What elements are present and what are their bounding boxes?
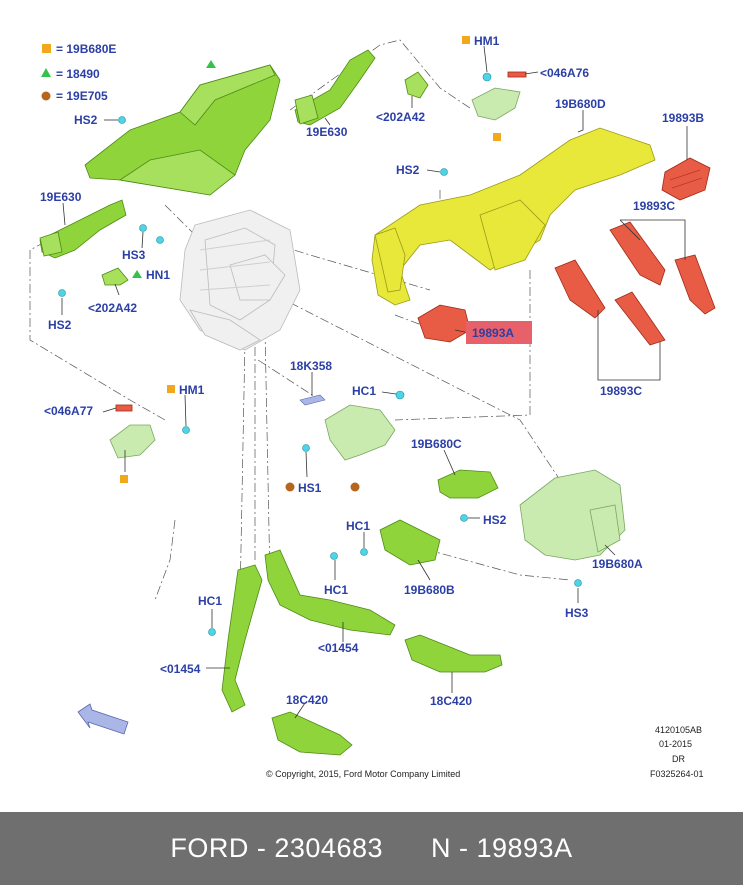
label-19893c-top: 19893C	[633, 199, 675, 213]
duct-19b680b	[379, 519, 441, 566]
legend-circle-icon	[41, 91, 51, 101]
legend-label-1: = 19B680E	[56, 42, 116, 56]
label-19e630-top: 19E630	[306, 125, 348, 139]
footer-part-text: FORD - 2304683 N - 19893A	[170, 833, 573, 863]
label-19893b: 19893B	[662, 111, 704, 125]
bracket-046a76	[471, 71, 527, 141]
duct-01454-mid	[264, 549, 396, 636]
label-19b680b: 19B680B	[404, 583, 455, 597]
diagram-canvas: = 19B680E = 18490 = 19E705	[29, 34, 716, 779]
front-direction-arrow-icon	[77, 703, 129, 735]
label-hs2-right: HS2	[483, 513, 507, 527]
part-labels: HM1 <046A76 <202A42 HS2 19E630 19B680D 1…	[40, 34, 704, 708]
vent-202a42-top	[404, 71, 429, 99]
label-19893c-bottom: 19893C	[600, 384, 642, 398]
label-hs1: HS1	[298, 481, 322, 495]
duct-01454-left	[221, 564, 263, 713]
label-hc1-low: HC1	[324, 583, 348, 597]
copyright-text: © Copyright, 2015, Ford Motor Company Li…	[266, 769, 460, 779]
meta-line-1: 4120105AB	[655, 725, 702, 735]
label-hm1-left: HM1	[179, 383, 205, 397]
duct-18c420-left	[271, 711, 353, 756]
legend-triangle-icon	[41, 68, 51, 77]
bracket-18k358	[285, 390, 405, 492]
legend-label-2: = 18490	[56, 67, 100, 81]
label-hc1-top: HC1	[352, 384, 376, 398]
meta-line-4: F0325264-01	[650, 769, 704, 779]
duct-19b680d-yellow	[371, 127, 656, 306]
label-hs2-left: HS2	[48, 318, 72, 332]
vent-202a42-left	[101, 267, 129, 286]
label-01454-mid: <01454	[318, 641, 359, 655]
duct-19b680a	[519, 469, 626, 561]
vent-19893b	[661, 157, 711, 201]
label-01454-left: <01454	[160, 662, 201, 676]
label-hs3-right: HS3	[565, 606, 589, 620]
duct-19e630-top	[294, 49, 376, 126]
label-19b680d: 19B680D	[555, 97, 606, 111]
label-hm1-top: HM1	[474, 34, 500, 48]
label-hs2-mid: HS2	[396, 163, 420, 177]
label-hc1-left: HC1	[198, 594, 222, 608]
label-19b680a: 19B680A	[592, 557, 643, 571]
duct-19e630-left	[39, 199, 127, 259]
label-046a76: <046A76	[540, 66, 589, 80]
label-19b680c: 19B680C	[411, 437, 462, 451]
label-046a77: <046A77	[44, 404, 93, 418]
bracket-046a77	[109, 404, 156, 483]
parts-diagram: = 19B680E = 18490 = 19E705	[29, 34, 716, 779]
hvac-housing	[179, 209, 301, 351]
leader-lines	[61, 45, 688, 719]
highlight-box-19893a	[466, 321, 532, 344]
label-18c420-left: 18C420	[286, 693, 328, 707]
legend-label-3: = 19E705	[56, 89, 108, 103]
label-18c420-right: 18C420	[430, 694, 472, 708]
label-19e630-left: 19E630	[40, 190, 82, 204]
label-hn1: HN1	[146, 268, 170, 282]
duct-19b680c	[437, 469, 499, 499]
label-hs2-top: HS2	[74, 113, 98, 127]
meta-line-2: 01-2015	[659, 739, 692, 749]
vent-19893a	[417, 304, 471, 343]
label-19893a: 19893A	[472, 326, 514, 340]
part-number-footer: FORD - 2304683 N - 19893A	[0, 812, 743, 885]
label-202a42-top: <202A42	[376, 110, 425, 124]
defrost-duct-green	[84, 64, 281, 196]
label-202a42-left: <202A42	[88, 301, 137, 315]
legend-square-icon	[42, 44, 51, 53]
vent-19893c-bottom	[554, 259, 666, 346]
label-hs3-left: HS3	[122, 248, 146, 262]
fasteners	[58, 60, 582, 636]
label-18k358: 18K358	[290, 359, 332, 373]
label-hc1-mid: HC1	[346, 519, 370, 533]
duct-18c420-right	[404, 634, 503, 673]
meta-line-3: DR	[672, 754, 685, 764]
vent-19893c-top	[609, 221, 716, 315]
